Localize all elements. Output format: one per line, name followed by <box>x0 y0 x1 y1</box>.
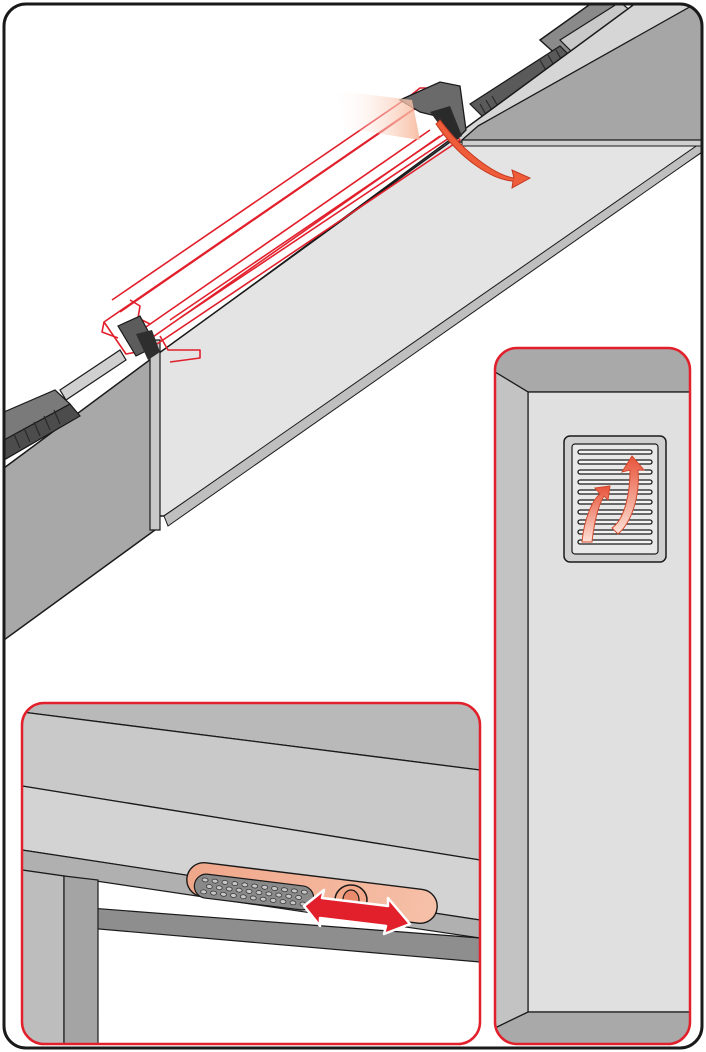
frame-detail-frame <box>20 701 482 1046</box>
roof-section-view <box>4 4 702 642</box>
ceiling-return <box>461 139 702 147</box>
grille-vent-icon <box>563 435 667 563</box>
left-wall-block <box>4 354 156 642</box>
airflow-glow <box>332 90 420 140</box>
window-flashing <box>117 81 467 360</box>
roof-slab-right <box>460 4 702 141</box>
airflow-arrow-icon <box>611 455 646 535</box>
wall-vent-detail <box>493 346 692 1046</box>
roof-tiles-upper <box>469 4 634 121</box>
double-arrow-icon <box>302 888 412 936</box>
lining-edge-strip <box>149 339 161 531</box>
airflow-arrow-icon <box>435 119 532 189</box>
frame-slider-vent-detail <box>20 701 482 1046</box>
roof-tiles-lower <box>4 349 127 462</box>
airflow-arrow-icon <box>581 485 611 543</box>
wall-vent-frame <box>493 346 692 1046</box>
lining-bottom-edge <box>163 141 702 527</box>
